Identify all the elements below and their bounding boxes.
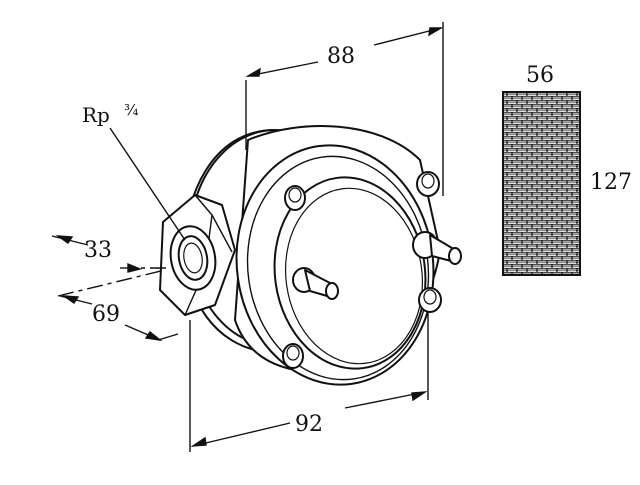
dim-label-33: 33 (84, 238, 112, 263)
cover-face (273, 176, 427, 370)
dim-label-127: 127 (590, 170, 632, 195)
dimension-lines (51, 22, 444, 452)
dim-line-92-left (192, 422, 291, 447)
filter-mesh (502, 91, 581, 276)
bolt-head (418, 287, 442, 313)
dim-label-88: 88 (327, 44, 355, 69)
dim-label-92: 92 (295, 412, 323, 437)
connection-size: ¾ (124, 101, 139, 119)
dim-label-69: 69 (92, 302, 120, 327)
connection-label: Rp (82, 103, 110, 127)
bolt-head (416, 171, 440, 197)
dim-label-56: 56 (526, 63, 554, 88)
bolt-heads (282, 171, 442, 369)
outlet-nipple-right (412, 231, 462, 265)
rp-leader-line (109, 127, 186, 241)
bolt-head (282, 343, 304, 369)
bolt-head (284, 185, 306, 211)
inlet-thread-inner (177, 235, 209, 281)
pilot-nipple (292, 267, 339, 300)
filter-element (502, 91, 581, 276)
valve-body (159, 125, 462, 386)
